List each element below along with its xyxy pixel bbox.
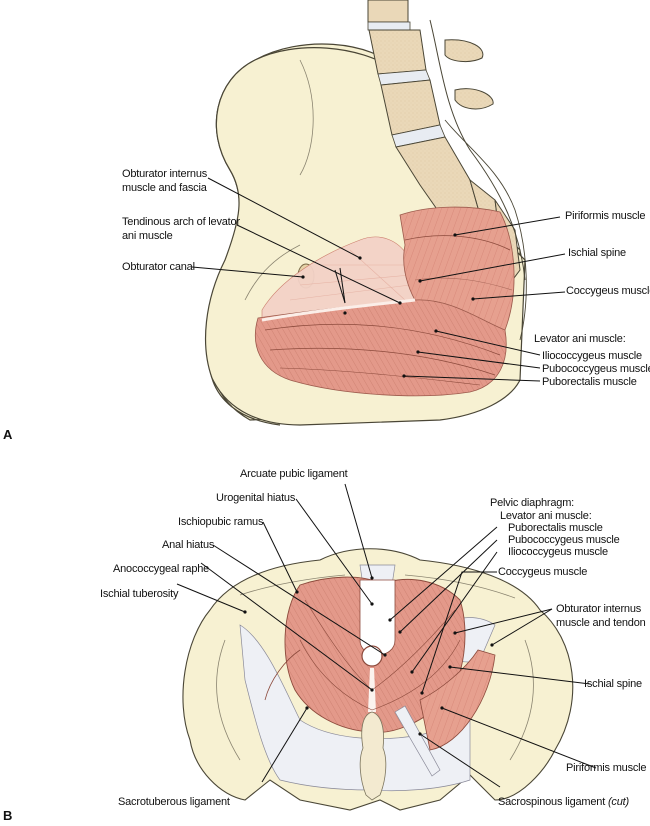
urogenital-hiatus [359,579,396,656]
piriformis-b [419,649,496,751]
label-arcuate-pubic-ligament: Arcuate pubic ligament [240,468,348,480]
label-coccygeus-b: Coccygeus muscle [498,566,588,578]
label-iliococcygeus-b: Iliococcygeus muscle [508,546,608,558]
panel-a-leader-dots [301,233,475,378]
label-puborectalis-b: Puborectalis muscle [508,522,603,534]
panel-a-leader-lines [191,177,566,382]
label-obturator-internus-a-line2: muscle and fascia [122,182,207,194]
anal-hiatus [361,645,383,667]
label-iliococcygeus-a: Iliococcygeus muscle [542,350,642,362]
label-tendinous-arch-line2: ani muscle [122,230,173,242]
label-sacrospinous-ligament-text: Sacrospinous ligament [498,796,606,808]
label-obturator-internus-a-line1: Obturator internus [122,168,208,180]
label-anococcygeal-raphe: Anococcygeal raphe [113,563,210,575]
label-pubococcygeus-a: Pubococcygeus muscle [542,363,650,375]
label-sacrotuberous-ligament: Sacrotuberous ligament [118,796,230,808]
label-urogenital-hiatus: Urogenital hiatus [216,492,296,504]
label-piriformis-a: Piriformis muscle [565,210,646,222]
label-pelvic-diaphragm-heading: Pelvic diaphragm: [490,497,575,509]
panel-b-leader-dots [243,576,494,736]
label-ischial-spine-a: Ischial spine [568,247,626,259]
label-piriformis-b: Piriformis muscle [566,762,647,774]
panel-letter-a: A [3,427,13,442]
panel-letter-b: B [3,808,13,823]
panel-b-leader-lines [176,483,597,788]
panel-a-illustration [204,0,527,426]
label-obturator-canal: Obturator canal [122,261,195,273]
label-coccygeus-a: Coccygeus muscle [566,285,650,297]
label-ischial-spine-b: Ischial spine [584,678,642,690]
label-obturator-internus-b-line1: Obturator internus [556,603,642,615]
label-sacrospinous-cut-note: (cut) [607,796,629,808]
label-anal-hiatus: Anal hiatus [162,539,215,551]
label-sacrospinous-ligament: Sacrospinous ligament (cut) [498,796,629,809]
panel-b-illustration [182,548,574,811]
label-puborectalis-a: Puborectalis muscle [542,376,637,388]
label-levator-ani-heading-a: Levator ani muscle: [534,333,626,345]
label-ischial-tuberosity: Ischial tuberosity [100,588,179,600]
label-levator-ani-heading-b: Levator ani muscle: [500,510,592,522]
label-obturator-internus-b-line2: muscle and tendon [556,617,646,629]
label-ischiopubic-ramus: Ischiopubic ramus [178,516,264,528]
label-tendinous-arch-line1: Tendinous arch of levator [122,216,240,228]
label-pubococcygeus-b: Pubococcygeus muscle [508,534,620,546]
coccyx [359,711,387,801]
